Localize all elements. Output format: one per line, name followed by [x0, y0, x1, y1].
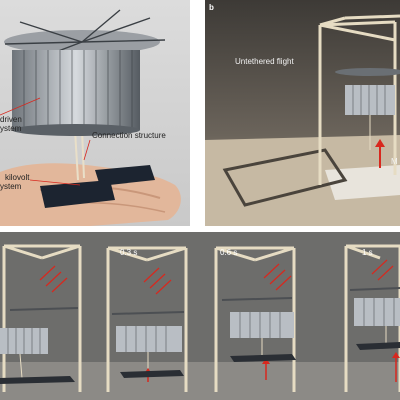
panel-a-photo: driven ystem Connection structure kilovo… [0, 0, 190, 226]
label-connection-structure: Connection structure [92, 131, 166, 140]
timelapse-frame-2: 0.3 s [100, 232, 200, 400]
label-system-top: ystem [0, 124, 22, 133]
timelapse-frame-3: 0.6 s [200, 232, 300, 400]
timelapse-photo-1 [0, 232, 100, 400]
time-label-2: 0.3 s [120, 248, 138, 257]
panel-b-photo: b Untethered flight M [205, 0, 400, 226]
timelapse-photo-2 [100, 232, 200, 400]
label-driven: driven [0, 115, 22, 124]
label-m: M [391, 157, 398, 166]
untethered-flight-photo [205, 0, 400, 226]
time-label-4: 1 s [362, 248, 373, 257]
label-kilovolt: kilovolt [5, 173, 30, 182]
panel-letter-b: b [209, 3, 214, 12]
hand-device-photo [0, 0, 190, 226]
timelapse-frame-4: 1 s [300, 232, 400, 400]
timelapse-photo-3 [200, 232, 300, 400]
label-system-bottom: ystem [0, 182, 22, 191]
label-untethered-flight: Untethered flight [235, 57, 294, 66]
time-label-3: 0.6 s [220, 248, 238, 257]
timelapse-photo-4 [300, 232, 400, 400]
timelapse-frame-1 [0, 232, 100, 400]
